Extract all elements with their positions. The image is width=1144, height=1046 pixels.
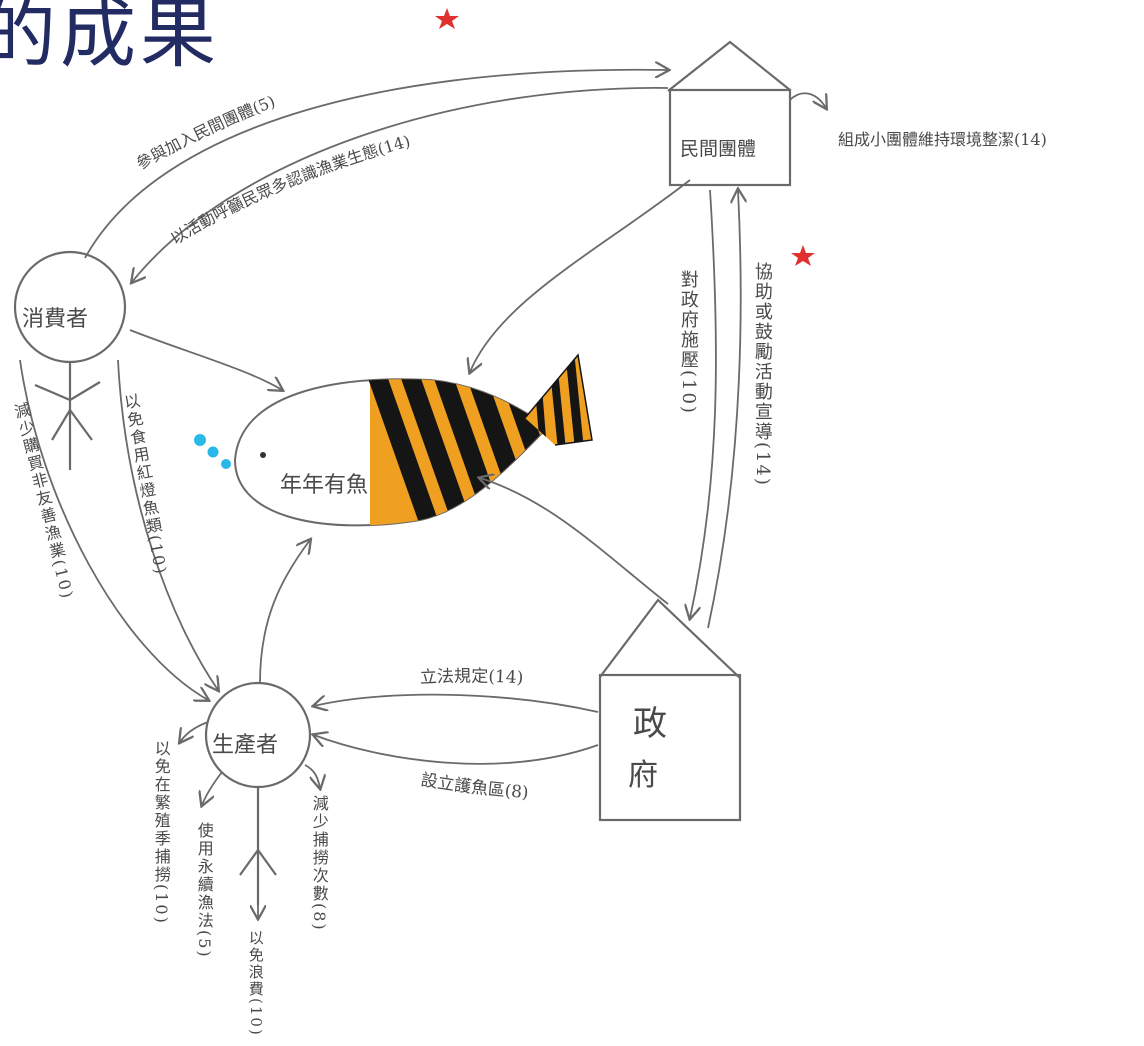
edge-label-consumer-to-ngo: 參與加入民間團體(5) [133,92,278,174]
edge-label-ngo-outside: 組成小團體維持環境整潔(14) [838,130,1047,149]
government-label-2: 府 [628,758,658,793]
fish-node: 年年有魚 [233,353,593,527]
producer-node [204,681,312,905]
producer-label: 生產者 [212,733,278,758]
consumer-label: 消費者 [22,307,88,332]
edge-label-producer-reduce: 減少捕撈次數(8) [309,795,329,932]
edge-label-ngo-to-gov: 對政府施壓(10) [677,270,699,415]
fish-label: 年年有魚 [280,473,368,498]
government-node: 政 府 [598,598,742,822]
edge-label-reserve: 設立護魚區(8) [419,770,529,803]
edge-label-producer-avoid-waste: 以免浪費(10) [246,930,265,1037]
page-title: 的成果 [0,0,220,78]
ngo-node: 民間團體 [667,40,792,187]
ngo-label: 民間團體 [680,138,756,160]
bubbles-icon [194,434,231,469]
star-icon [435,8,459,29]
edge-label-gov-to-ngo: 協助或鼓勵活動宣導(14) [751,262,773,487]
consumer-node [13,250,127,470]
star-icon [791,245,815,266]
edge-label-ngo-to-consumer: 以活動呼籲民眾多認識漁業生態(14) [167,131,412,248]
government-label-1: 政 [633,704,667,744]
edge-label-producer-sustainable: 使用永續漁法(5) [194,822,214,959]
edge-lines [19,70,826,918]
edge-label-producer-avoid-breeding: 以免在繁殖季捕撈(10) [151,740,171,925]
edge-label-law: 立法規定(14) [419,667,524,689]
